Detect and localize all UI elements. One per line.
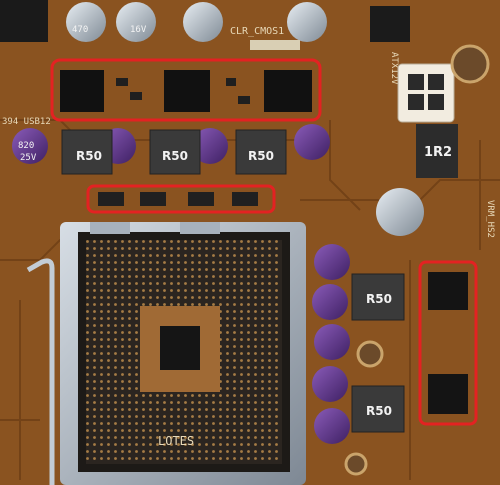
socket-lever: [26, 258, 55, 485]
highlight-top-mosfets: [50, 58, 322, 122]
inductor-3: [235, 129, 287, 175]
socket-retention-tab: [90, 222, 130, 234]
jumper-block: [0, 0, 48, 42]
highlight-middle-mosfets: [86, 184, 276, 214]
smd-part-3: [188, 192, 214, 206]
silk-vrm: VRM_HS2: [485, 200, 495, 238]
highlight-right-ics: [418, 260, 478, 426]
capacitor-top-4: [287, 2, 327, 42]
atx-power-connector: [397, 63, 455, 123]
inductor-right-2-label: R50: [366, 404, 392, 418]
inductor-row-top: R50 R50 R50: [61, 129, 287, 175]
socket-lever-text: LOTES: [158, 434, 194, 448]
inductor-1r2-label: 1R2: [424, 145, 452, 160]
mosfet-chip-3: [264, 70, 312, 112]
inductor-right-2: [351, 385, 405, 433]
silk-usb: 394 USB12: [2, 117, 51, 127]
clr-jumper: [250, 40, 300, 50]
smd-part-2: [140, 192, 166, 206]
silk-clr-cmos: CLR_CMOS1: [230, 26, 284, 37]
top-capacitors: 470 16V: [66, 2, 327, 42]
inductor-right-1: [351, 273, 405, 321]
inductor-1r2: [416, 124, 458, 178]
inductor-2-label: R50: [162, 149, 188, 163]
capacitor-top-label: 470: [72, 25, 88, 35]
right-ic-chips: [428, 272, 468, 414]
mosfet-chip-2: [164, 70, 210, 112]
ic-right-1: [428, 272, 468, 310]
top-mosfet-chips: [60, 70, 312, 112]
capacitor-top-volt: 16V: [130, 25, 147, 35]
mounting-hole-mid-right: [356, 340, 384, 368]
smd-part-1: [98, 192, 124, 206]
purple-cap-volt: 25V: [20, 153, 37, 163]
capacitor-top-3: [183, 2, 223, 42]
inductor-1: [61, 129, 113, 175]
inductor-right-1-label: R50: [366, 292, 392, 306]
cpu-socket: LOTES: [60, 222, 306, 485]
middle-mosfet-chips: [98, 192, 258, 206]
ic-right-2: [428, 374, 468, 414]
top-right-chip: [370, 6, 410, 42]
silk-atx: ATX12V: [389, 52, 399, 85]
mounting-hole-top-right: [450, 44, 490, 84]
highlight-boxes: [50, 58, 478, 426]
smd-part-4: [232, 192, 258, 206]
inductor-3-label: R50: [248, 149, 274, 163]
silver-capacitor-right: [376, 188, 424, 236]
mosfet-chip-1: [60, 70, 104, 112]
inductor-2: [149, 129, 201, 175]
capacitor-top-2: [116, 2, 156, 42]
inductor-1-label: R50: [76, 149, 102, 163]
capacitor-top-1: [66, 2, 106, 42]
mounting-hole-bottom-right: [344, 452, 368, 476]
purple-capacitor-column-right: [312, 244, 350, 444]
purple-cap-label: 820: [18, 141, 34, 151]
